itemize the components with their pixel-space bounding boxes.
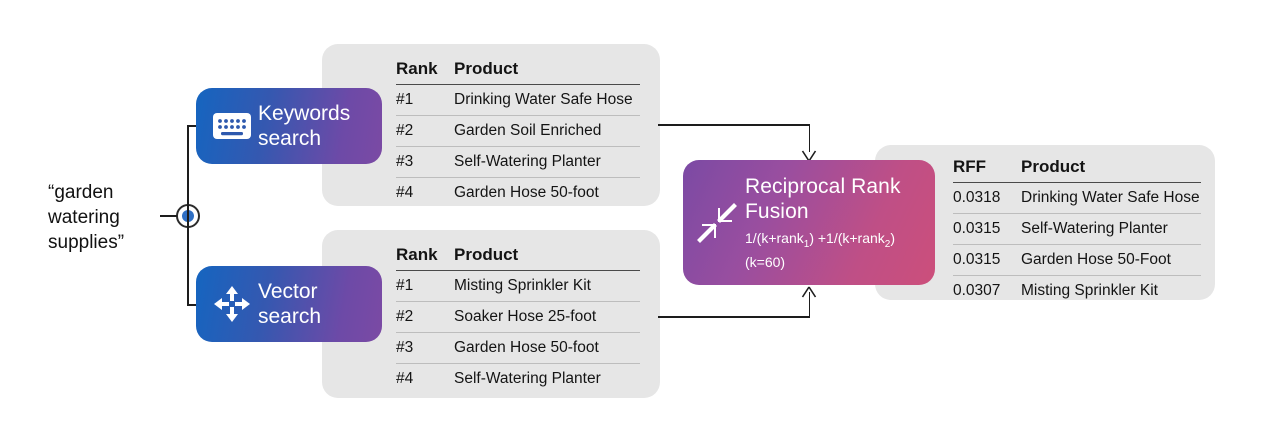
cell-product: Misting Sprinkler Kit (1021, 282, 1158, 299)
table-vector-results: Rank Product #1 Misting Sprinkler Kit #2… (396, 240, 640, 394)
table-row: #1 Drinking Water Safe Hose (396, 85, 640, 116)
connector-keywords-to-fusion-h (658, 124, 810, 126)
cell-product: Self-Watering Planter (454, 153, 601, 170)
table-row: 0.0307 Misting Sprinkler Kit (953, 276, 1201, 306)
node-reciprocal-rank-fusion[interactable]: Reciprocal Rank Fusion 1/(k+rank1) +1/(k… (683, 160, 935, 285)
cell-rank: #3 (396, 153, 414, 170)
cell-product: Garden Hose 50-foot (454, 339, 599, 356)
cell-product: Drinking Water Safe Hose (454, 91, 633, 108)
cell-product: Garden Hose 50-Foot (1021, 251, 1171, 268)
connector-label-to-dot (160, 215, 177, 217)
node-fusion-label: Reciprocal Rank Fusion (745, 174, 901, 223)
cell-rff-score: 0.0318 (953, 189, 1001, 206)
table-fusion-results: RFF Product 0.0318 Drinking Water Safe H… (953, 152, 1201, 306)
table-header-row: Rank Product (396, 54, 640, 85)
cell-rank: #4 (396, 370, 414, 387)
node-keywords-search[interactable]: Keywords search (196, 88, 382, 164)
connector-vector-to-fusion-v (808, 292, 811, 317)
table-row: #1 Misting Sprinkler Kit (396, 271, 640, 302)
cell-rank: #1 (396, 277, 414, 294)
table-row: #3 Garden Hose 50-foot (396, 333, 640, 364)
table-keywords-results: Rank Product #1 Drinking Water Safe Hose… (396, 54, 640, 208)
node-keywords-label: Keywords search (258, 102, 351, 150)
table-row: 0.0318 Drinking Water Safe Hose (953, 183, 1201, 214)
cell-rank: #2 (396, 122, 414, 139)
node-vector-search[interactable]: Vector search (196, 266, 382, 342)
column-header-product: Product (454, 245, 519, 264)
cell-product: Garden Soil Enriched (454, 122, 602, 139)
column-header-product: Product (454, 59, 519, 78)
connector-vector-to-fusion-h (658, 316, 810, 318)
table-row: 0.0315 Garden Hose 50-Foot (953, 245, 1201, 276)
fusion-formula-line1: 1/(k+rank1) +1/(k+rank2) (745, 229, 896, 250)
cell-rank: #4 (396, 184, 414, 201)
cell-rank: #3 (396, 339, 414, 356)
table-row: 0.0315 Self-Watering Planter (953, 214, 1201, 245)
cell-rff-score: 0.0307 (953, 282, 1001, 299)
cell-rff-score: 0.0315 (953, 220, 1001, 237)
connector-keywords-to-fusion-v (808, 124, 811, 152)
cell-rank: #1 (396, 91, 414, 108)
query-label: “garden watering supplies” (48, 182, 125, 253)
cell-product: Self-Watering Planter (1021, 220, 1168, 237)
table-header-row: RFF Product (953, 152, 1201, 183)
table-row: #2 Soaker Hose 25-foot (396, 302, 640, 333)
table-header-row: Rank Product (396, 240, 640, 271)
four-way-arrows-icon (206, 284, 258, 324)
table-row: #4 Self-Watering Planter (396, 364, 640, 394)
arrow-head-into-fusion-bottom (801, 286, 817, 298)
connector-spine-down (187, 215, 189, 305)
column-header-rff: RFF (953, 157, 987, 176)
table-row: #3 Self-Watering Planter (396, 147, 640, 178)
cell-product: Soaker Hose 25-foot (454, 308, 597, 325)
cell-product: Self-Watering Planter (454, 370, 601, 387)
arrow-head-into-fusion-top (801, 150, 817, 162)
converge-arrows-icon (689, 202, 745, 244)
keyboard-icon (206, 111, 258, 141)
cell-product: Garden Hose 50-foot (454, 184, 599, 201)
node-vector-label: Vector search (258, 280, 322, 328)
column-header-rank: Rank (396, 245, 438, 264)
cell-product: Drinking Water Safe Hose (1021, 189, 1200, 206)
table-row: #2 Garden Soil Enriched (396, 116, 640, 147)
connector-spine-up (187, 125, 189, 216)
fusion-formula-line2: (k=60) (745, 254, 786, 271)
cell-rank: #2 (396, 308, 414, 325)
cell-product: Misting Sprinkler Kit (454, 277, 591, 294)
cell-rff-score: 0.0315 (953, 251, 1001, 268)
fusion-formula: 1/(k+rank1) +1/(k+rank2) (k=60) (745, 229, 925, 272)
column-header-product: Product (1021, 157, 1086, 176)
column-header-rank: Rank (396, 59, 438, 78)
table-row: #4 Garden Hose 50-foot (396, 178, 640, 208)
